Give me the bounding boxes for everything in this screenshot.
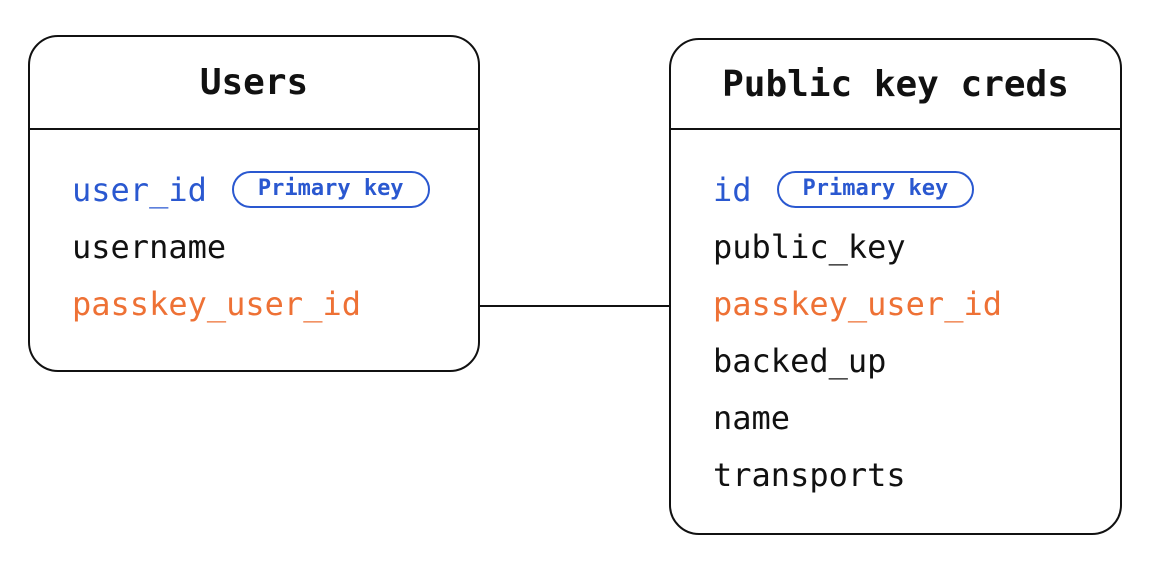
field-name-passkey-user-id: passkey_user_id — [72, 284, 361, 323]
public-key-creds-table-card: Public key creds id Primary key public_k… — [669, 38, 1122, 535]
primary-key-badge: Primary key — [231, 171, 430, 208]
field-name-passkey-user-id: passkey_user_id — [713, 284, 1002, 323]
primary-key-badge: Primary key — [776, 171, 975, 208]
field-row-passkey-user-id: passkey_user_id — [72, 275, 478, 332]
relation-line — [480, 305, 669, 307]
public-key-creds-table-header: Public key creds — [671, 40, 1120, 130]
public-key-creds-table-fields: id Primary key public_key passkey_user_i… — [671, 130, 1120, 503]
field-row-user-id: user_id Primary key — [72, 161, 478, 218]
field-row-name: name — [713, 389, 1120, 446]
field-row-backed-up: backed_up — [713, 332, 1120, 389]
field-name-public-key: public_key — [713, 227, 906, 266]
field-name-id: id — [713, 170, 752, 209]
users-table-title: Users — [199, 62, 309, 103]
field-name-username: username — [72, 227, 227, 266]
public-key-creds-table-title: Public key creds — [722, 63, 1069, 105]
field-row-passkey-user-id: passkey_user_id — [713, 275, 1120, 332]
field-name-backed-up: backed_up — [713, 341, 887, 380]
field-row-transports: transports — [713, 446, 1120, 503]
field-name-user-id: user_id — [72, 170, 207, 209]
field-name-transports: transports — [713, 455, 906, 494]
users-table-card: Users user_id Primary key username passk… — [28, 35, 480, 372]
field-row-id: id Primary key — [713, 161, 1120, 218]
field-name-name: name — [713, 398, 791, 437]
field-row-public-key: public_key — [713, 218, 1120, 275]
users-table-fields: user_id Primary key username passkey_use… — [30, 130, 478, 332]
users-table-header: Users — [30, 37, 478, 130]
field-row-username: username — [72, 218, 478, 275]
